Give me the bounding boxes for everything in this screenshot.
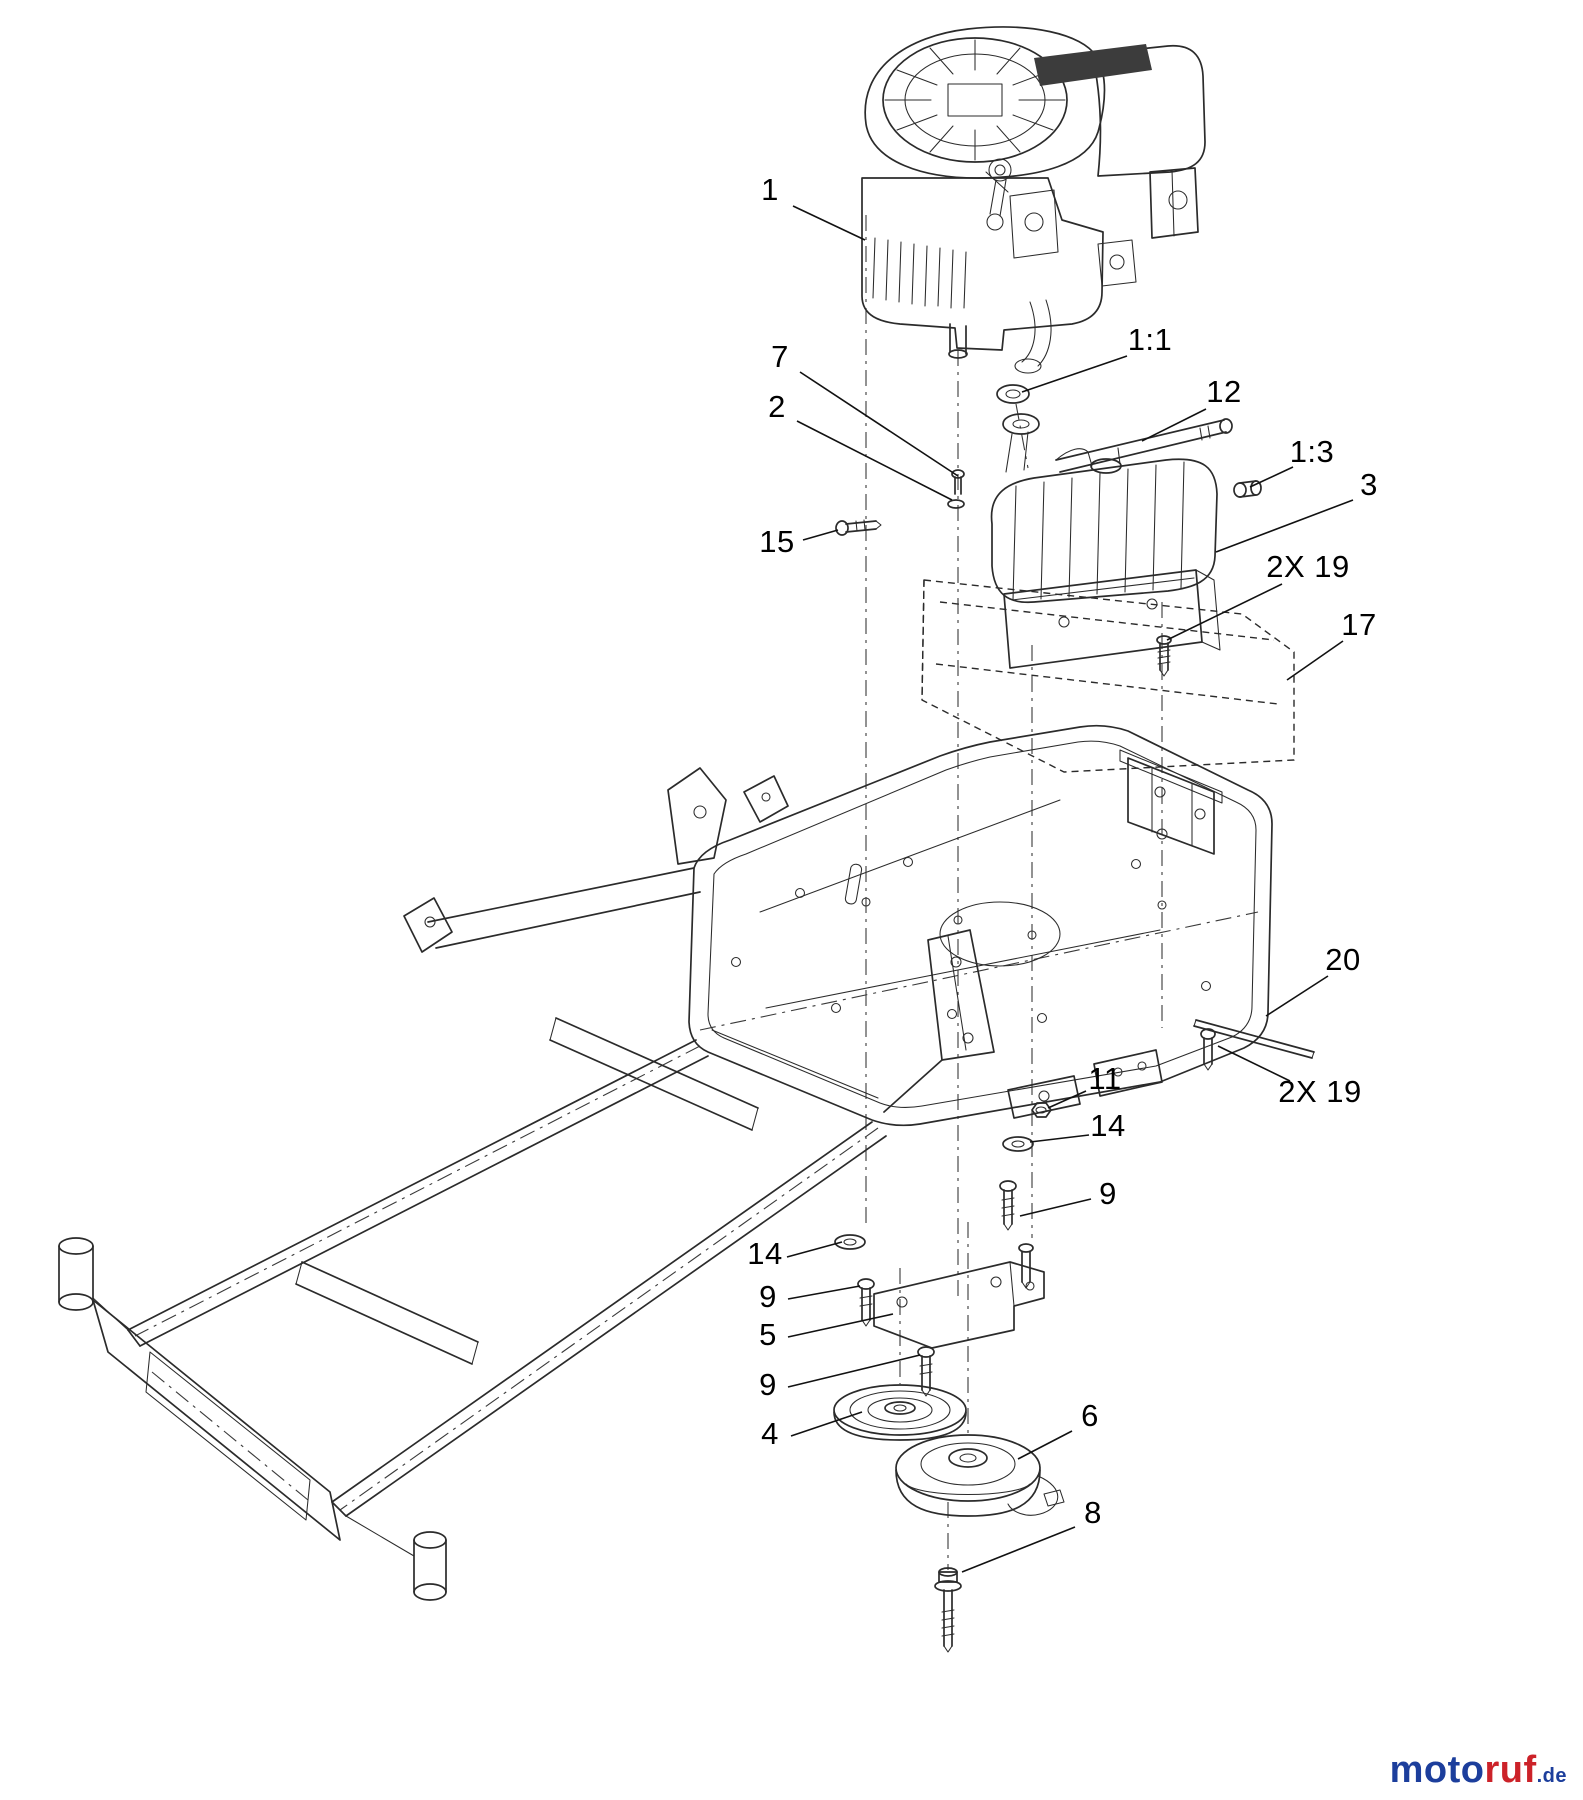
callout-label-15: 15 xyxy=(759,524,795,559)
watermark-de: .de xyxy=(1536,1765,1567,1787)
callout-label-2: 2 xyxy=(768,389,786,424)
watermark-ruf: ruf xyxy=(1484,1749,1537,1791)
callout-label-9: 9 xyxy=(759,1279,777,1314)
callout-label-14: 14 xyxy=(747,1236,783,1271)
frame xyxy=(58,724,1273,1601)
callout-label-5: 5 xyxy=(759,1317,777,1352)
exhaust-gaskets xyxy=(996,384,1040,435)
callout-label-2x-19: 2X 19 xyxy=(1278,1074,1362,1109)
callout-label-17: 17 xyxy=(1341,607,1377,642)
callout-label-2x-19: 2X 19 xyxy=(1266,549,1350,584)
callout-label-20: 20 xyxy=(1325,942,1361,977)
callout-label-7: 7 xyxy=(771,339,789,374)
callout-label-6: 6 xyxy=(1081,1398,1099,1433)
callout-label-12: 12 xyxy=(1206,374,1242,409)
callout-label-1: 1 xyxy=(761,172,779,207)
callout-label-9: 9 xyxy=(1099,1176,1117,1211)
watermark-moto: moto xyxy=(1389,1749,1485,1791)
mounting-hardware xyxy=(834,1019,1315,1397)
exhaust-tube xyxy=(1055,418,1262,498)
callout-label-1-1: 1:1 xyxy=(1127,322,1173,357)
engine xyxy=(861,26,1206,374)
callout-label-3: 3 xyxy=(1360,467,1378,502)
callout-label-14: 14 xyxy=(1090,1108,1126,1143)
electric-clutch xyxy=(895,1434,1065,1653)
watermark-motoruf: motoruf.de xyxy=(1390,1749,1567,1792)
callout-label-11: 11 xyxy=(1088,1061,1122,1096)
callout-label-8: 8 xyxy=(1084,1495,1102,1530)
pulley xyxy=(833,1384,967,1441)
callout-label-4: 4 xyxy=(761,1416,779,1451)
callout-label-1-3: 1:3 xyxy=(1289,434,1335,469)
callout-label-9: 9 xyxy=(759,1367,777,1402)
